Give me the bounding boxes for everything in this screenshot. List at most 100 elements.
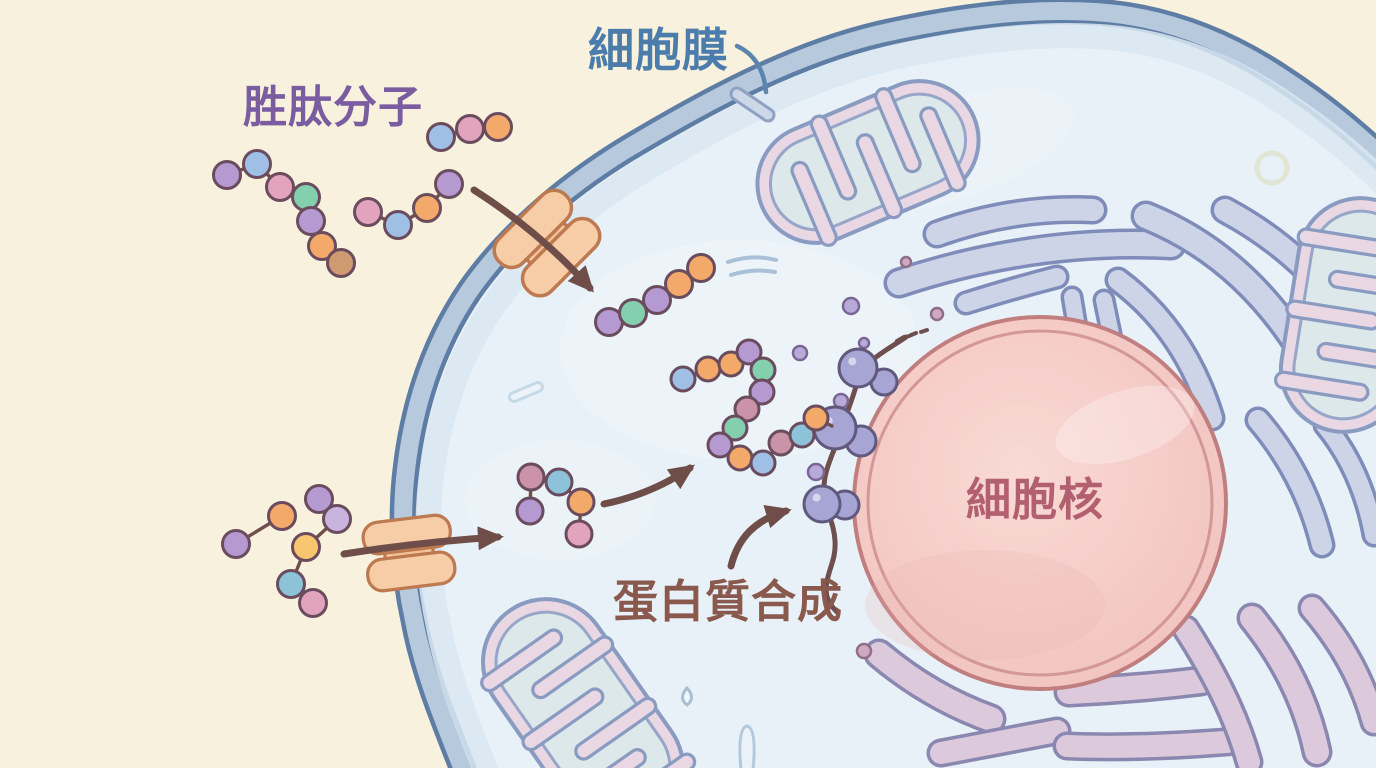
small-rod-organelle-fill <box>732 89 773 120</box>
vesicle-dot <box>841 296 861 316</box>
peptide-chain-entering-top <box>594 253 716 337</box>
amino-acid-bead-orange <box>694 355 722 383</box>
mrna-ribosomes-vesicles <box>791 255 945 660</box>
amino-acid-bead-orange <box>566 487 596 517</box>
er-capsule <box>1316 416 1376 544</box>
ribosome-highlight <box>848 357 857 366</box>
amino-acid-bead-purple <box>296 206 326 236</box>
arrow-into-cell-left <box>340 526 504 558</box>
crista <box>483 631 560 689</box>
membrane-label: 細胞膜 <box>588 23 729 77</box>
small-rod-fill <box>511 384 541 400</box>
cytoskeleton-line <box>726 255 778 264</box>
cytoskeleton-line <box>729 268 777 277</box>
label-pointer <box>734 43 769 95</box>
ribosome-large-subunit <box>802 484 842 524</box>
arrow-to-ribosome <box>727 505 792 570</box>
nucleus-shading <box>865 550 1105 660</box>
amino-acid-bead-tealblue <box>276 569 306 599</box>
peptide-label: 胜肽分子 <box>243 82 423 133</box>
crista <box>1277 373 1367 399</box>
er-capsule <box>957 268 1066 312</box>
amino-acid-bead-lavender <box>322 504 352 534</box>
peptide-chain-outside-small <box>426 112 513 152</box>
membrane-channel <box>361 513 457 593</box>
vesicle-dot <box>857 336 871 350</box>
flow-arrows <box>340 186 792 570</box>
amino-acid-bead-yellow <box>291 532 321 562</box>
amino-acid-bead-teal <box>291 182 321 212</box>
arrow-to-nascent-chain <box>600 464 695 508</box>
small-loop <box>738 724 756 768</box>
er-capsule <box>1056 730 1249 758</box>
crista <box>534 638 611 696</box>
amino-acid-bead-purple <box>706 431 734 459</box>
amino-acid-bead-blue <box>669 365 697 393</box>
er-capsule <box>1240 606 1329 764</box>
crista <box>1288 302 1376 328</box>
crista <box>877 90 919 170</box>
crista <box>793 164 835 244</box>
crista <box>922 109 964 190</box>
vesicle-dot <box>899 255 913 269</box>
amino-acid-bead-purple <box>735 338 763 366</box>
protein-synthesis-label: 蛋白質合成 <box>613 575 844 628</box>
mrna-dash <box>919 328 929 334</box>
arrow-into-cell-top <box>470 186 594 293</box>
channel-lower-lobe <box>366 550 457 593</box>
amino-acid-bead-blue <box>749 449 777 477</box>
crista <box>577 700 654 758</box>
er-capsule <box>1108 270 1222 428</box>
crista <box>813 117 855 198</box>
amino-acid-bead-pink <box>298 588 328 618</box>
ribosome-large-subunit <box>837 347 879 389</box>
amino-acid-bead-orange <box>802 404 830 432</box>
droplet <box>681 685 693 707</box>
er-capsule <box>926 198 1104 245</box>
amino-acid-bead-tealblue <box>788 421 816 449</box>
amino-acid-bead-orange <box>726 444 754 472</box>
amino-acid-bead-blue <box>383 210 413 240</box>
nucleus-label: 細胞核 <box>966 473 1105 526</box>
amino-acid-bead-blue <box>242 149 272 179</box>
amino-acid-bead-orange <box>686 253 716 283</box>
amino-acid-bead-mauve <box>516 462 546 492</box>
amino-acid-bead-purple <box>515 496 545 526</box>
amino-acid-bead-teal <box>721 414 749 442</box>
amino-acid-bead-tealblue <box>544 467 574 497</box>
ribosome <box>837 347 899 397</box>
amino-acid-bead-pink <box>455 114 485 144</box>
amino-acid-bead-pink <box>265 172 295 202</box>
amino-acid-bead-purple <box>642 285 672 315</box>
amino-acid-bead-orange <box>412 193 442 223</box>
amino-acid-bead-purple <box>212 160 242 190</box>
cytoplasm-highlight <box>465 440 655 560</box>
vesicle-dot <box>855 642 873 660</box>
vesicle-ring <box>1254 150 1290 186</box>
er-capsule <box>887 232 1183 295</box>
er-capsule <box>867 642 1003 731</box>
amino-acid-bead-orange <box>307 231 337 261</box>
amino-acid-bead-purple <box>748 378 776 406</box>
er-capsule <box>930 720 1068 764</box>
amino-acid-bead-purple <box>304 484 334 514</box>
crista <box>858 136 900 217</box>
nucleus-highlight <box>1055 385 1195 465</box>
crista <box>567 751 644 768</box>
mitochondrion <box>480 597 697 768</box>
amino-acid-bead-pink <box>353 197 383 227</box>
mitochondrion <box>755 79 981 247</box>
er-capsule <box>1301 597 1376 733</box>
amino-acid-bead-purple <box>221 529 251 559</box>
amino-acid-bead-brown <box>326 248 356 278</box>
mitochondrion <box>1273 196 1376 434</box>
ribosome-highlight <box>812 493 821 502</box>
amino-acid-bead-teal <box>749 356 777 384</box>
er-capsule <box>1057 669 1213 704</box>
amino-acid-bead-orange <box>483 112 513 142</box>
ribosome <box>802 484 861 524</box>
mitochondria <box>480 79 1376 768</box>
vesicle-dot <box>929 306 945 322</box>
